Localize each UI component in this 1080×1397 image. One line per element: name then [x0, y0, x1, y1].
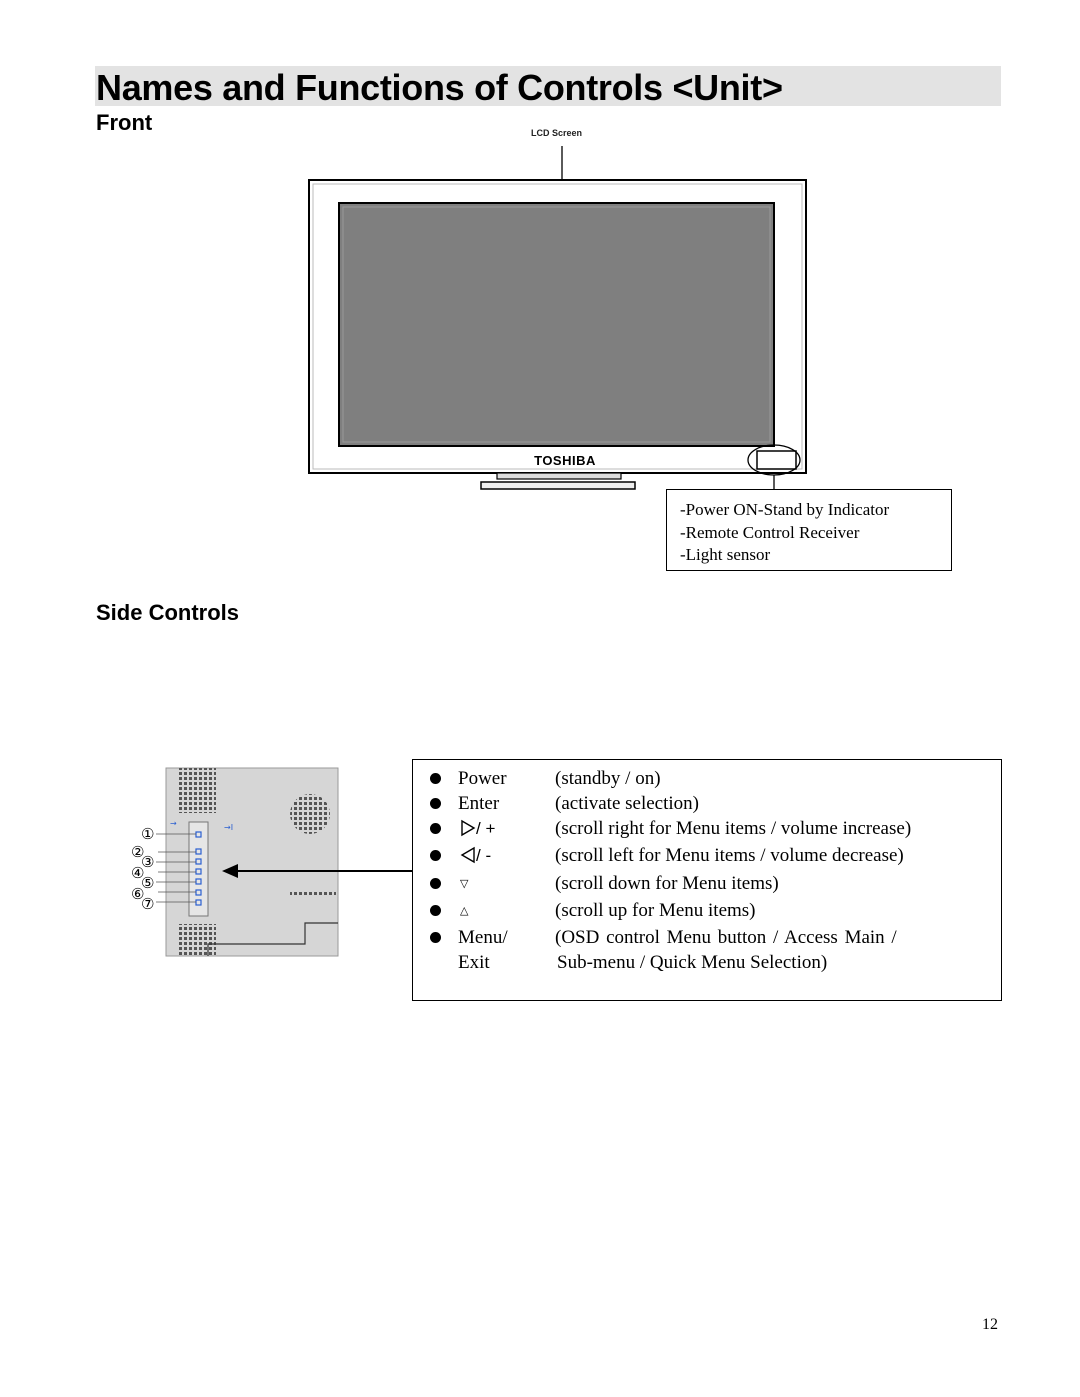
control-desc-up: (scroll up for Menu items)	[555, 900, 756, 921]
indicator-window	[756, 450, 797, 470]
callout-line-power-indicator: -Power ON-Stand by Indicator	[680, 500, 890, 519]
tv-stand-neck	[496, 472, 622, 480]
triangle-left-icon	[460, 846, 475, 864]
side-button	[195, 889, 202, 896]
bullet-icon	[430, 823, 441, 834]
callout-line-remote-receiver: -Remote Control Receiver	[680, 522, 860, 542]
side-controls-box	[412, 759, 1002, 1001]
bullet-icon	[430, 905, 441, 916]
control-desc-left: (scroll left for Menu items / volume dec…	[555, 845, 904, 866]
bullet-icon	[430, 773, 441, 784]
triangle-right-icon	[461, 819, 476, 837]
callout-line-light-sensor: -Light sensor	[680, 545, 771, 564]
pointer-arrowhead	[222, 864, 238, 878]
control-desc-menu-line2: Sub-menu / Quick Menu Selection)	[557, 952, 828, 973]
side-button	[195, 868, 202, 875]
badge-3: ③	[141, 853, 155, 871]
control-name-power: Power	[458, 768, 507, 789]
tv-stand-base	[480, 481, 636, 490]
control-name-menu: Menu/	[458, 927, 508, 948]
lcd-screen-label: LCD Screen	[531, 128, 583, 138]
brand-logo: TOSHIBA	[534, 453, 596, 468]
triangle-down-icon: ▽	[460, 877, 469, 890]
input-icon: →I	[224, 823, 233, 832]
control-desc-enter: (activate selection)	[555, 793, 700, 814]
control-name-left: / -	[476, 846, 492, 865]
side-button	[195, 831, 202, 838]
lcd-screen	[338, 202, 775, 447]
side-button	[195, 858, 202, 865]
panel-edge	[207, 922, 338, 956]
tv-front-diagram	[308, 146, 807, 490]
input-icon: →	[170, 819, 177, 828]
page-title: Names and Functions of Controls <Unit>	[96, 67, 783, 108]
badge-6: ⑥	[131, 885, 145, 903]
control-name-enter: Enter	[458, 793, 500, 814]
badge-4: ④	[131, 864, 145, 882]
control-desc-down: (scroll down for Menu items)	[555, 873, 779, 894]
control-name-exit: Exit	[458, 952, 490, 973]
side-button	[195, 878, 202, 885]
control-name-right: / +	[476, 819, 496, 838]
side-controls-heading: Side Controls	[96, 600, 240, 625]
speaker-grille	[290, 794, 330, 834]
badge-2: ②	[131, 843, 145, 861]
triangle-up-icon: △	[460, 904, 469, 917]
control-desc-right: (scroll right for Menu items / volume in…	[555, 818, 912, 839]
bullet-icon	[430, 932, 441, 943]
bullet-icon	[430, 798, 441, 809]
vent-grille-top	[178, 768, 216, 813]
badge-5: ⑤	[141, 874, 155, 892]
side-button	[195, 848, 202, 855]
bullet-icon	[430, 878, 441, 889]
title-background	[95, 66, 1001, 106]
control-desc-power: (standby / on)	[555, 768, 661, 789]
page-number: 12	[982, 1316, 998, 1333]
indicator-callout-box: -Power ON-Stand by Indicator -Remote Con…	[666, 489, 952, 571]
side-panel-diagram: → →I	[156, 767, 412, 957]
side-button	[195, 899, 202, 906]
control-desc-menu: (OSD control Menu button / Access Main /	[555, 927, 897, 948]
badge-1: ①	[141, 825, 155, 843]
vent-grille-bottom	[178, 924, 216, 956]
bullet-icon	[430, 850, 441, 861]
badge-7: ⑦	[141, 895, 155, 913]
front-heading: Front	[96, 110, 153, 135]
